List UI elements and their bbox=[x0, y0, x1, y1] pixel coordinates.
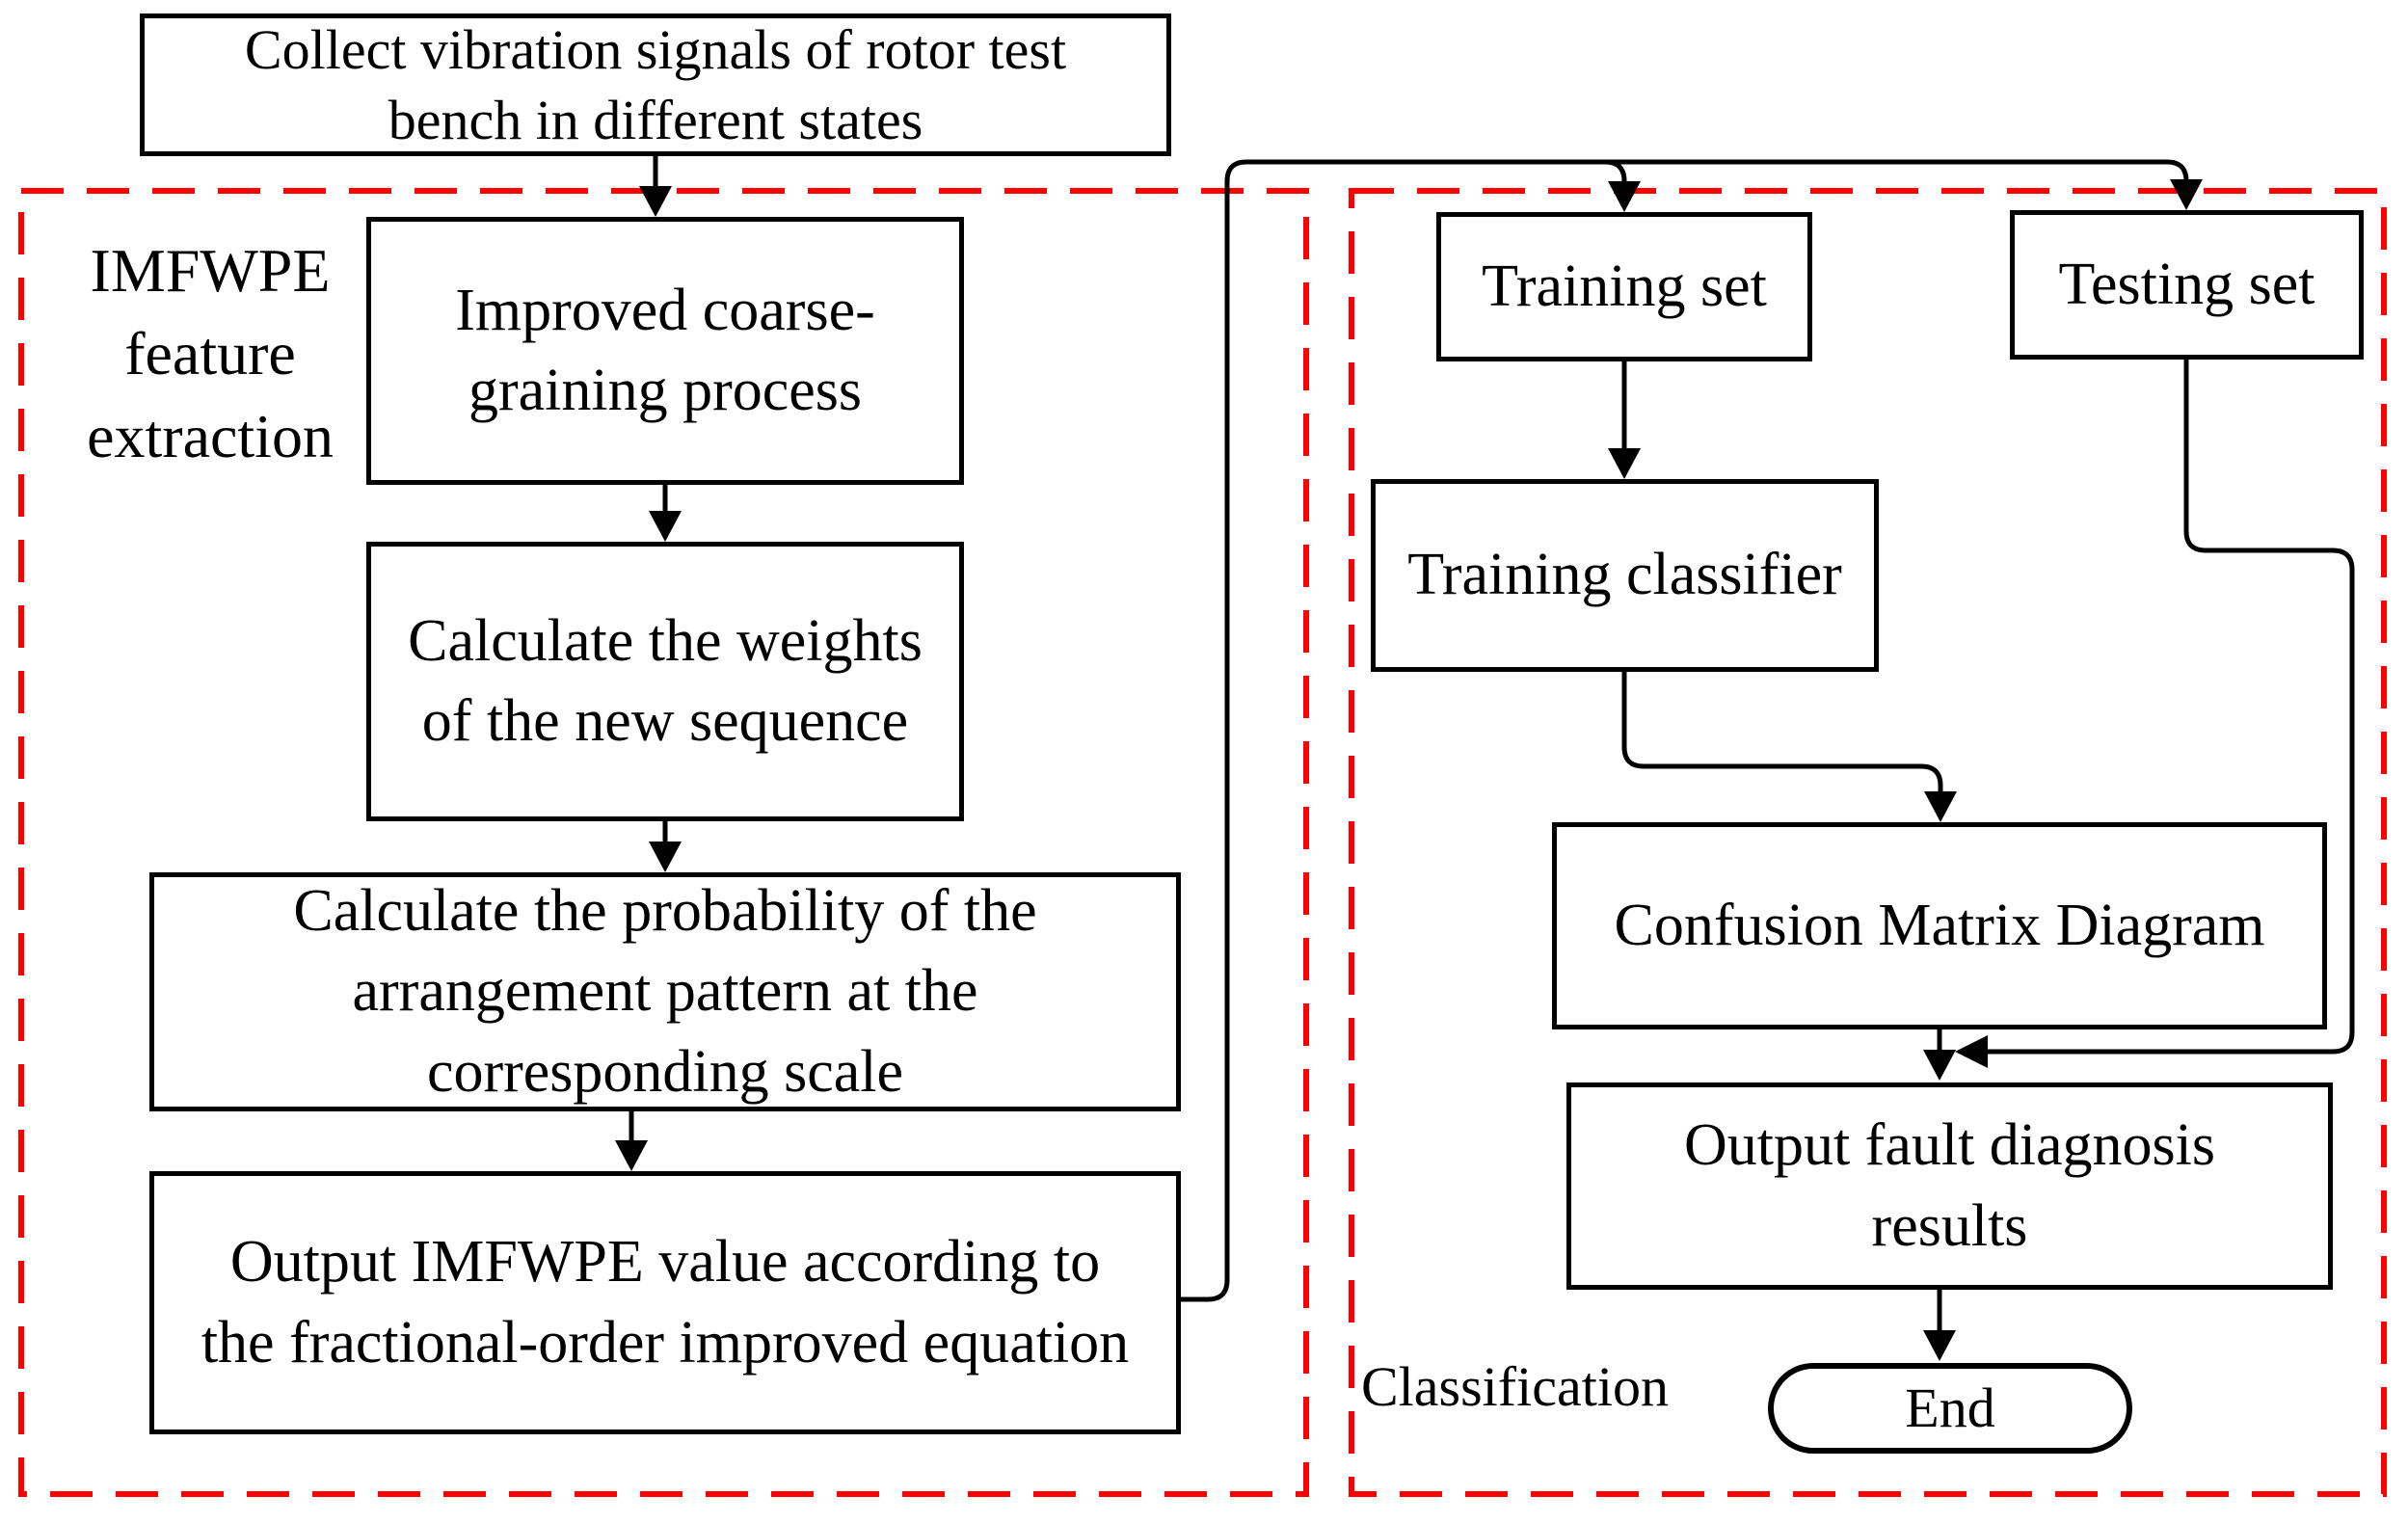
region-label-feature-extraction: IMFWPE feature extraction bbox=[87, 236, 334, 470]
arrowhead-testing-set bbox=[2170, 179, 2203, 210]
edge-imfwpe-output-to-testing-set bbox=[1181, 159, 2189, 1302]
edge-testing-set-to-junction bbox=[1988, 360, 2355, 1055]
region-label-classification: Classification bbox=[1361, 1355, 1669, 1418]
node-coarse-graining: Improved coarse- graining process bbox=[366, 217, 964, 485]
arrowhead-probability bbox=[649, 842, 682, 872]
node-training-set: Training set bbox=[1436, 212, 1812, 361]
arrowhead-end bbox=[1923, 1330, 1956, 1361]
node-end: End bbox=[1768, 1363, 2132, 1454]
edge-classifier-to-confusion-matrix bbox=[1621, 672, 1943, 792]
arrowhead-training-set bbox=[1608, 181, 1641, 212]
node-testing-set: Testing set bbox=[2010, 210, 2364, 360]
node-confusion-matrix: Confusion Matrix Diagram bbox=[1552, 822, 2327, 1029]
node-imfwpe-output: Output IMFWPE value according to the fra… bbox=[149, 1171, 1181, 1434]
arrowhead-diagnosis-output bbox=[1923, 1050, 1956, 1081]
arrowhead-imfwpe-output bbox=[615, 1140, 648, 1171]
arrowhead-confusion-matrix bbox=[1924, 791, 1957, 822]
classification-region-border bbox=[1349, 188, 2387, 1497]
node-diagnosis-output: Output fault diagnosis results bbox=[1566, 1082, 2333, 1290]
edge-rail-to-training-set bbox=[1604, 159, 1627, 182]
arrowhead-training-classifier bbox=[1608, 448, 1641, 479]
arrowhead-coarse-graining bbox=[639, 186, 672, 217]
arrowhead-weights bbox=[649, 511, 682, 542]
node-calculate-weights: Calculate the weights of the new sequenc… bbox=[366, 542, 964, 821]
node-collect-signals: Collect vibration signals of rotor test … bbox=[140, 13, 1171, 156]
feature-extraction-region-border bbox=[18, 188, 1309, 1497]
arrowhead-junction-left bbox=[1955, 1035, 1988, 1068]
node-calculate-probability: Calculate the probability of the arrange… bbox=[149, 872, 1181, 1111]
node-training-classifier: Training classifier bbox=[1371, 479, 1879, 672]
